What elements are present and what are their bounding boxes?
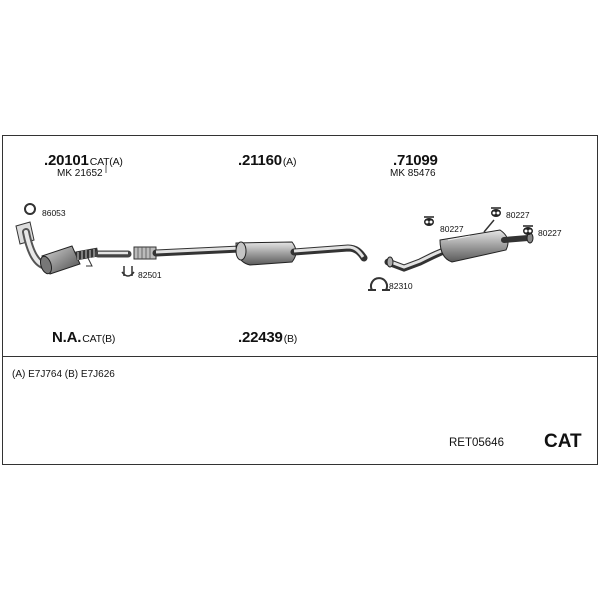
part-label-mid-b: .22439(B) [238,329,297,346]
part-suffix: (A) [282,156,297,168]
seal-ring-icon [24,203,36,215]
part-label-mid: .21160(A) [238,152,296,169]
part-label-cat-b: N.A.CAT(B) [52,329,115,346]
fitting-label-hanger-3: 80227 [538,228,562,238]
part-number: .20101 [44,152,89,169]
part-number: .71099 [393,152,438,169]
frame-divider [2,356,598,357]
part-label-rear: .71099 [393,152,438,169]
fitting-label-clamp-rear: 82310 [389,281,413,291]
fitting-label-hanger-1: 80227 [440,224,464,234]
system-type: CAT [544,431,582,452]
fitting-label-clamp-front: 82501 [138,270,162,280]
kit-label-cat-a: MK 21652 [57,168,103,179]
part-suffix: CAT(B) [82,333,116,345]
fitting-label-hanger-2: 80227 [506,210,530,220]
middle-silencer-icon [133,241,368,266]
rubber-hanger-icon [491,207,501,217]
reference-code: RET05646 [449,437,504,449]
catalytic-converter-icon [15,221,132,275]
kit-label-rear: MK 85476 [390,168,436,179]
part-suffix: (B) [283,333,298,345]
rubber-hanger-icon [424,216,434,226]
part-number: .21160 [238,152,282,169]
variant-notes: (A) E7J764 (B) E7J626 [12,369,115,380]
part-number: N.A. [52,329,82,346]
fitting-label-seal: 86053 [42,208,66,218]
part-number: .22439 [238,329,283,346]
rear-silencer-icon [384,219,534,272]
part-label-cat-a: .20101CAT(A) [44,152,123,169]
diagram-frame [2,135,598,465]
part-suffix: CAT(A) [89,156,123,168]
rear-clamp-icon [368,277,390,291]
clamp-icon [121,266,135,277]
rubber-hanger-icon [523,225,533,235]
